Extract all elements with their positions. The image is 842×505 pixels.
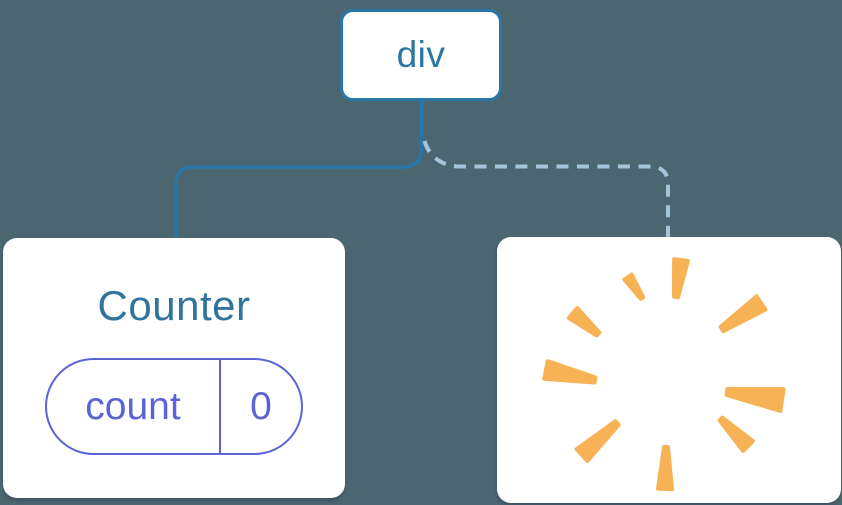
- poof-burst-ray: [724, 387, 786, 413]
- counter-component-card: Counter count 0: [3, 238, 345, 498]
- poof-burst-ray: [542, 359, 598, 385]
- poof-burst-icon: [542, 257, 786, 492]
- root-node-div: div: [340, 9, 502, 101]
- state-value-label: 0: [250, 384, 272, 428]
- state-pill: count 0: [45, 358, 303, 455]
- state-key-cell: count: [47, 360, 221, 453]
- edge-solid-line: [174, 100, 424, 238]
- counter-card-title: Counter: [97, 282, 251, 329]
- edge-dashed-line: [422, 140, 670, 237]
- state-value-cell: 0: [221, 360, 301, 453]
- poof-burst-ray: [672, 257, 690, 300]
- poof-burst-ray: [717, 415, 755, 453]
- state-key-label: count: [85, 384, 181, 428]
- poof-burst-ray: [574, 419, 621, 463]
- poof-burst-ray: [656, 445, 674, 492]
- poof-burst-ray: [622, 272, 646, 301]
- poof-burst-ray: [566, 306, 602, 338]
- poof-burst-ray: [718, 294, 768, 334]
- root-node-label: div: [396, 34, 446, 75]
- removed-component-card: [497, 237, 841, 503]
